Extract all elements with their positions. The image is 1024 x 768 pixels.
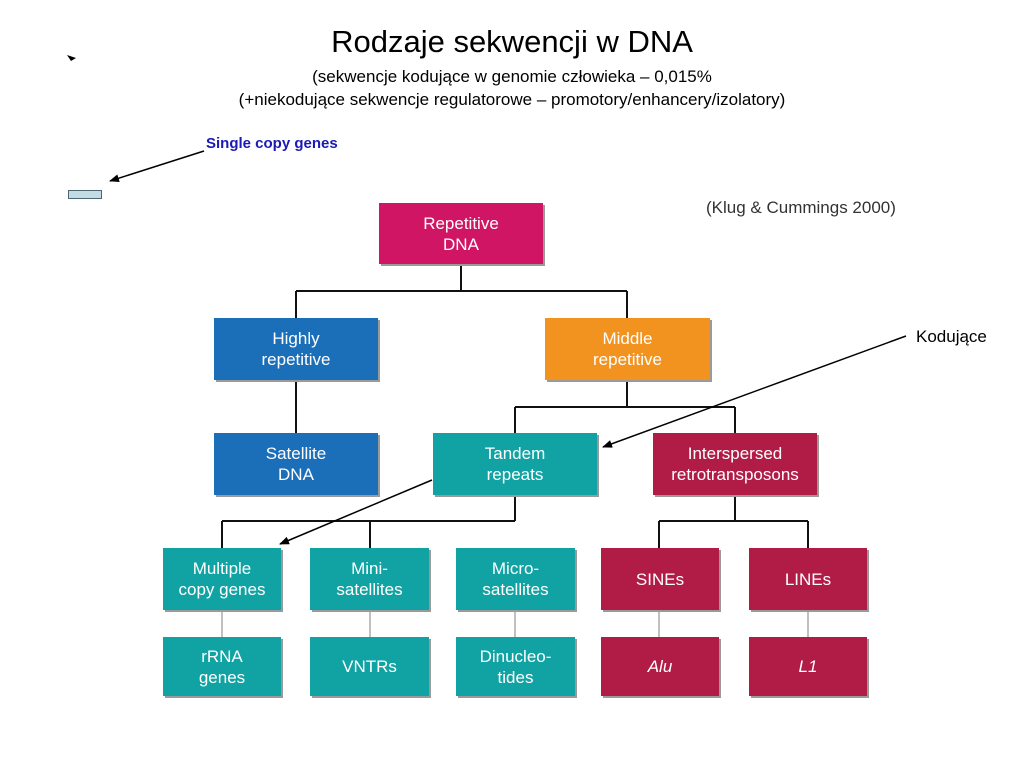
node-alu-label: Alu	[647, 657, 673, 676]
node-sines: SINEs	[601, 548, 719, 610]
node-l1: L1	[749, 637, 867, 696]
node-middle-repetitive: Middle repetitive	[545, 318, 710, 380]
node-microsatellites: Micro- satellites	[456, 548, 575, 610]
node-tandem-repeats: Tandem repeats	[433, 433, 597, 495]
node-multiple-copy-genes: Multiple copy genes	[163, 548, 281, 610]
node-repetitive-dna-label: Repetitive DNA	[423, 213, 499, 254]
node-minisatellites: Mini- satellites	[310, 548, 429, 610]
node-rrna-genes: rRNA genes	[163, 637, 281, 696]
node-highly-repetitive-label: Highly repetitive	[261, 329, 331, 369]
annotation-arrows	[109, 150, 907, 545]
node-satellite-dna-label: Satellite DNA	[265, 444, 327, 484]
page-title: Rodzaje sekwencji w DNA	[331, 24, 693, 59]
node-l1-label: L1	[798, 657, 818, 676]
node-minisatellites-label: Mini- satellites	[336, 559, 403, 599]
kodujace-label: Kodujące	[916, 327, 987, 346]
node-highly-repetitive: Highly repetitive	[214, 318, 378, 380]
node-multiple-copy-label: Multiple copy genes	[178, 559, 266, 599]
leaf-connectors	[221, 610, 809, 637]
citation-label: (Klug & Cummings 2000)	[706, 198, 896, 217]
node-satellite-dna: Satellite DNA	[214, 433, 378, 495]
page-subtitle-line-2: (+niekodujące sekwencje regulatorowe – p…	[238, 90, 786, 109]
node-microsatellites-label: Micro- satellites	[482, 559, 549, 599]
node-tandem-repeats-label: Tandem repeats	[484, 444, 546, 484]
node-interspersed-label: Interspersed retrotransposons	[671, 444, 799, 484]
node-vntrs: VNTRs	[310, 637, 429, 696]
node-interspersed-retrotransposons: Interspersed retrotransposons	[653, 433, 817, 495]
stray-arrowhead-top	[67, 55, 76, 61]
node-alu: Alu	[601, 637, 719, 696]
arrow-multiple-copy	[279, 479, 433, 545]
node-repetitive-dna: Repetitive DNA	[379, 203, 543, 264]
tree-connectors	[221, 264, 809, 548]
page-subtitle-line-1: (sekwencje kodujące w genomie człowieka …	[312, 67, 712, 86]
node-vntrs-label: VNTRs	[342, 657, 397, 676]
single-copy-genes-label: Single copy genes	[206, 135, 338, 152]
single-copy-marker	[68, 190, 102, 199]
node-middle-repetitive-label: Middle repetitive	[593, 329, 662, 369]
node-sines-label: SINEs	[635, 569, 685, 589]
arrow-kodujace	[602, 335, 907, 448]
node-rrna-genes-label: rRNA genes	[198, 646, 246, 687]
node-dinucleotides-label: Dinucleo- tides	[479, 646, 552, 687]
node-lines-label: LINEs	[784, 569, 832, 589]
node-lines: LINEs	[749, 548, 867, 610]
node-dinucleotides: Dinucleo- tides	[456, 637, 575, 696]
arrow-single-copy	[109, 150, 205, 183]
